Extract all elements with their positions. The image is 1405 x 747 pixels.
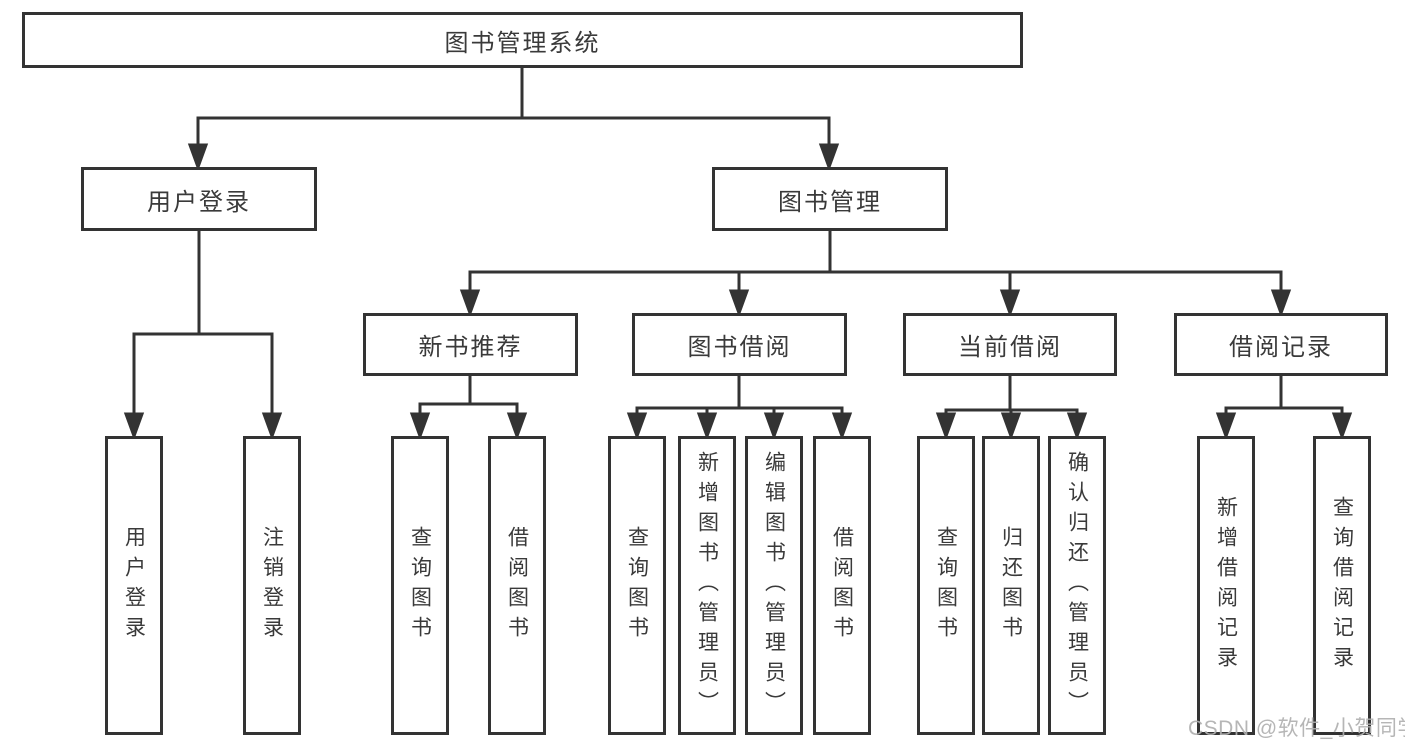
node-current-borrow: 当前借阅 (903, 313, 1117, 376)
leaf-logout-label: 注销登录 (260, 525, 284, 646)
node-book-management: 图书管理 (712, 167, 948, 231)
connector-root-to-level2 (187, 66, 840, 172)
node-borrow-records-label: 借阅记录 (1229, 334, 1333, 361)
leaf-current-confirm-return-admin: 确认归还（管理员） (1048, 436, 1106, 735)
leaf-current-confirm-return-admin-label: 确认归还（管理员） (1065, 450, 1089, 721)
leaf-borrow-borrow-books-label: 借阅图书 (830, 525, 854, 646)
leaf-logout: 注销登录 (243, 436, 301, 735)
leaf-current-return-books: 归还图书 (982, 436, 1040, 735)
leaf-newbook-query-books: 查询图书 (391, 436, 449, 735)
root-node-label: 图书管理系统 (444, 29, 601, 57)
connector-book-borrow-to-leaves (626, 375, 853, 441)
leaf-records-query-record: 查询借阅记录 (1313, 436, 1371, 735)
connector-new-book-recommend-to-leaves (409, 375, 528, 441)
node-current-borrow-label: 当前借阅 (958, 334, 1062, 361)
node-book-borrow-label: 图书借阅 (687, 334, 792, 361)
node-borrow-records: 借阅记录 (1174, 313, 1388, 376)
leaf-newbook-query-books-label: 查询图书 (408, 525, 432, 646)
leaf-user-login-label: 用户登录 (122, 525, 146, 646)
leaf-borrow-edit-books-admin-label: 编辑图书（管理员） (762, 450, 786, 721)
leaf-current-return-books-label: 归还图书 (999, 525, 1023, 646)
connector-user-login-to-leaves (123, 230, 283, 441)
leaf-borrow-add-books-admin-label: 新增图书（管理员） (695, 450, 719, 721)
leaf-borrow-add-books-admin: 新增图书（管理员） (678, 436, 736, 735)
node-user-login: 用户登录 (81, 167, 317, 231)
leaf-current-query-books: 查询图书 (917, 436, 975, 735)
connector-book-management-to-level3 (459, 230, 1292, 318)
leaf-newbook-borrow-books-label: 借阅图书 (505, 525, 529, 646)
leaf-borrow-edit-books-admin: 编辑图书（管理员） (745, 436, 803, 735)
leaf-current-query-books-label: 查询图书 (934, 525, 958, 646)
node-book-management-label: 图书管理 (778, 188, 882, 216)
leaf-newbook-borrow-books: 借阅图书 (488, 436, 546, 735)
leaf-records-add-record: 新增借阅记录 (1197, 436, 1255, 735)
leaf-records-add-record-label: 新增借阅记录 (1214, 495, 1238, 676)
node-user-login-label: 用户登录 (147, 188, 251, 216)
leaf-user-login: 用户登录 (105, 436, 163, 735)
leaf-borrow-query-books: 查询图书 (608, 436, 666, 735)
leaf-borrow-borrow-books: 借阅图书 (813, 436, 871, 735)
root-node: 图书管理系统 (22, 12, 1023, 68)
leaf-borrow-query-books-label: 查询图书 (625, 525, 649, 646)
node-book-borrow: 图书借阅 (632, 313, 847, 376)
connector-current-borrow-to-leaves (935, 375, 1088, 441)
node-new-book-recommend-label: 新书推荐 (418, 334, 523, 361)
connector-borrow-records-to-leaves (1215, 375, 1353, 441)
node-new-book-recommend: 新书推荐 (363, 313, 578, 376)
leaf-records-query-record-label: 查询借阅记录 (1330, 495, 1354, 676)
csdn-watermark: CSDN @软件_小贺同学 (1188, 717, 1405, 740)
